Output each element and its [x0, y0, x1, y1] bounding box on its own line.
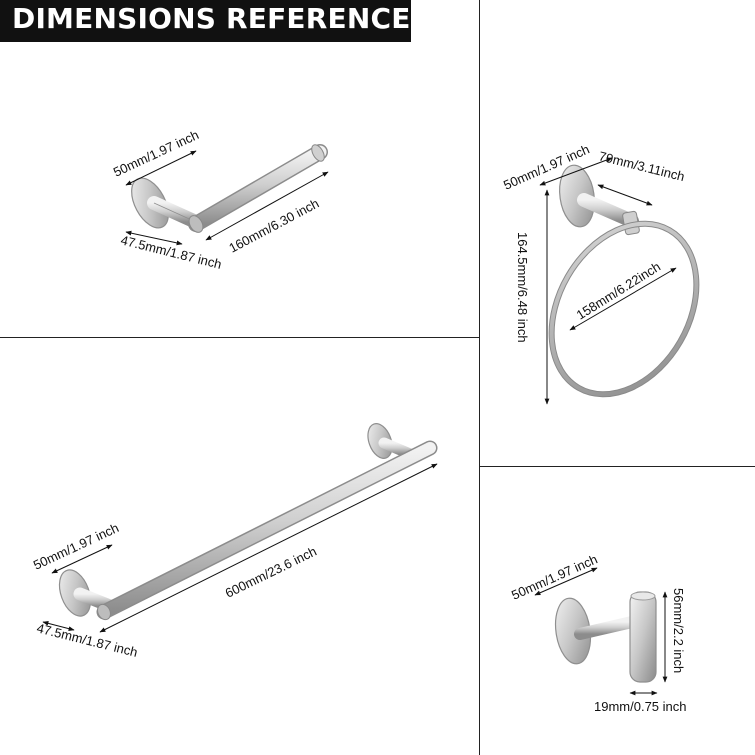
robe-hook-drawing: [554, 591, 657, 683]
robe-hook-dimension-lines: [534, 567, 668, 696]
robe-hook-height-label: 56mm/2.2 inch: [671, 588, 686, 673]
towel-bar-dimension-lines: [42, 463, 438, 633]
divider-vertical: [479, 0, 480, 755]
paper-holder-base-label: 50mm/1.97 inch: [111, 127, 201, 180]
towel-bar-projection-label: 47.5mm/1.87 inch: [35, 620, 139, 660]
towel-ring-diameter-label: 158mm/6.22inch: [574, 259, 663, 323]
robe-hook-base-label: 50mm/1.97 inch: [509, 551, 600, 602]
paper-holder-projection-label: 47.5mm/1.87 inch: [119, 232, 223, 272]
page-title: DIMENSIONS REFERENCE: [12, 2, 411, 35]
towel-bar-base-label: 50mm/1.97 inch: [31, 520, 121, 573]
towel-ring-projection-label: 79mm/3.11inch: [597, 148, 686, 184]
title-banner: DIMENSIONS REFERENCE: [0, 0, 411, 42]
divider-horizontal-right: [479, 466, 755, 467]
divider-horizontal-left: [0, 337, 479, 338]
paper-holder-dimension-lines: [125, 150, 329, 246]
towel-ring-dimension-lines: [539, 157, 677, 405]
towel-ring-height-label: 164.5mm/6.48 inch: [515, 232, 530, 343]
robe-hook-width-label: 19mm/0.75 inch: [594, 699, 687, 714]
